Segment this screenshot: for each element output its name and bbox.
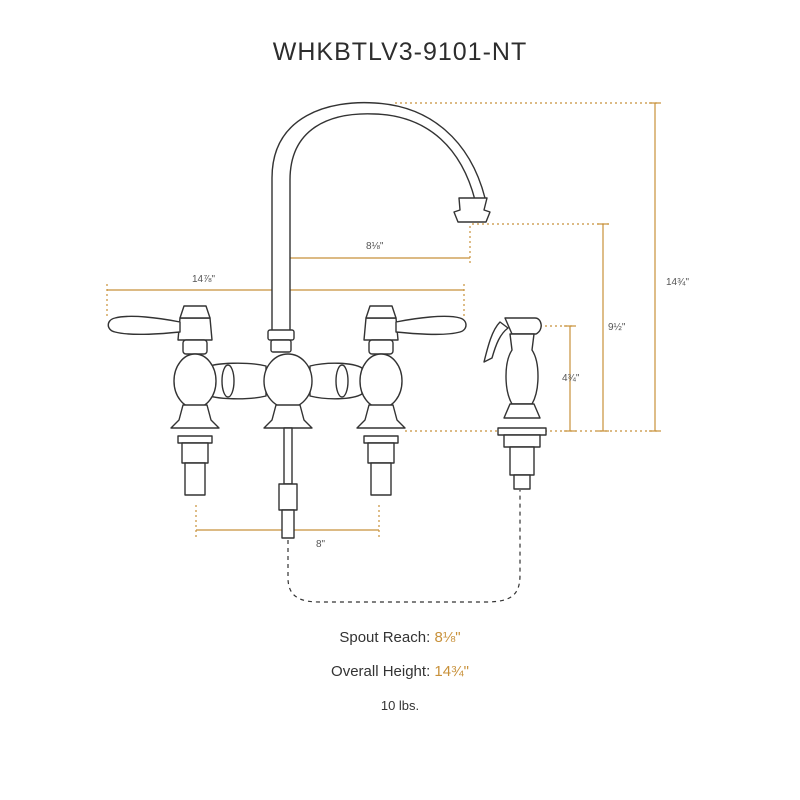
overall-height-spec-value: 14¾" <box>434 663 469 680</box>
left-mount-washer <box>177 435 213 444</box>
bridge-ring-left <box>221 364 235 398</box>
sprayer-height-label: 4¾" <box>562 373 580 384</box>
overall-width-label: 14⅞" <box>192 274 215 285</box>
right-handle-top <box>365 305 397 319</box>
product-model-title: WHKBTLV3-9101-NT <box>272 38 528 66</box>
spout-reach-spec: Spout Reach: 8⅛" <box>0 626 800 660</box>
center-hub-base <box>263 404 313 429</box>
right-mount-washer <box>363 435 399 444</box>
right-handle-cap <box>363 317 399 341</box>
spout-reach-spec-label: Spout Reach: <box>339 629 431 646</box>
sprayer-head <box>504 317 542 335</box>
sprayer-mount-washer <box>497 427 547 436</box>
spout-tip <box>453 197 491 223</box>
center-connector <box>278 483 298 511</box>
right-handle-neck <box>368 339 394 355</box>
weight-spec: 10 lbs. <box>380 698 420 713</box>
spout-height-label: 9½" <box>608 322 626 333</box>
sprayer-hose <box>287 490 521 603</box>
faucet-drawing <box>107 101 547 539</box>
left-handle-top <box>179 305 211 319</box>
gooseneck-spout <box>271 101 486 339</box>
left-lever-handle <box>107 315 181 336</box>
right-valve-body <box>359 353 403 409</box>
sprayer-mount-nut <box>503 434 541 448</box>
sprayer-hose-fitting <box>513 474 531 490</box>
left-mount-nut <box>181 442 209 464</box>
spout-reach-spec-value: 8⅛" <box>434 629 461 646</box>
sprayer-trigger <box>483 321 509 363</box>
left-valve-base <box>170 404 220 429</box>
overall-height-spec-label: Overall Height: <box>331 663 431 680</box>
center-connector-lower <box>281 509 295 539</box>
overall-height-label: 14¾" <box>666 277 689 288</box>
left-shank <box>184 462 206 496</box>
spec-summary: Spout Reach: 8⅛" Overall Height: 14¾" 10… <box>0 626 800 728</box>
overall-height-spec: Overall Height: 14¾" <box>0 660 800 694</box>
center-supply-tube <box>283 427 293 485</box>
sprayer-shank <box>509 446 535 476</box>
bridge-ring-right <box>335 364 349 398</box>
sprayer-body <box>505 333 539 405</box>
left-handle-neck <box>182 339 208 355</box>
left-valve-body <box>173 353 217 409</box>
right-shank <box>370 462 392 496</box>
center-spacing-label: 8" <box>316 539 326 550</box>
right-valve-base <box>356 404 406 429</box>
right-lever-handle <box>395 315 467 336</box>
bridge-bar-left <box>204 362 267 400</box>
spout-reach-label: 8⅛" <box>366 241 384 252</box>
right-mount-nut <box>367 442 395 464</box>
center-collar <box>267 329 295 341</box>
left-handle-cap <box>177 317 213 341</box>
sprayer-base <box>503 403 541 419</box>
center-hub <box>263 353 313 409</box>
center-collar-lower <box>270 339 292 353</box>
